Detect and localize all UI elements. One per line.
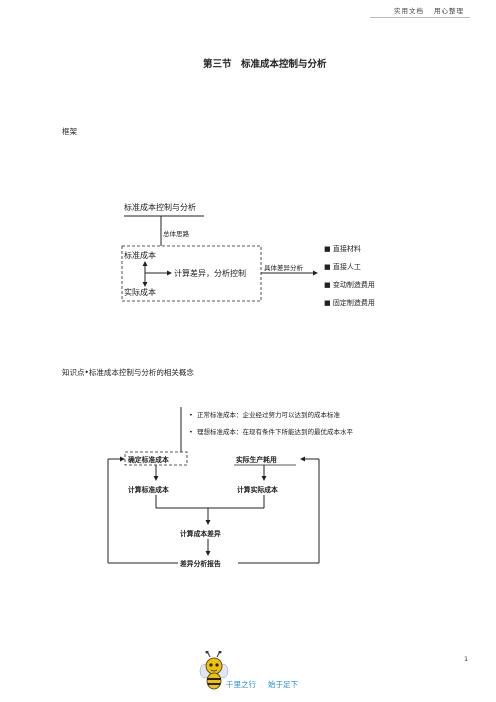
concept-bullet-2: • 理想标准成本：在现有条件下所能达到的最优成本水平 xyxy=(189,428,353,436)
section-heading-framework: 框架 xyxy=(62,127,77,136)
header-right-text: 用心整理 xyxy=(434,7,464,15)
specific-analysis-label: 具体差异分析 xyxy=(264,264,303,272)
calc-actual-cost-box: 计算实际成本 xyxy=(237,486,278,494)
framework-bullet-1: ■ 直接材料 xyxy=(324,245,361,253)
standard-cost-label: 标准成本 xyxy=(124,251,156,260)
bullet-text: 固定制造费用 xyxy=(332,299,375,307)
bullet-text: 正常标准成本：企业经过努力可以达到的成本标准 xyxy=(196,411,340,419)
bullet-text: 理想标准成本：在现有条件下所能达到的最优成本水平 xyxy=(196,428,353,436)
concept-bullet-1: • 正常标准成本：企业经过努力可以达到的成本标准 xyxy=(189,411,340,419)
bullet-text: 直接人工 xyxy=(332,263,361,271)
calc-standard-cost-box: 计算标准成本 xyxy=(128,486,169,494)
determine-standard-cost-box: 确定标准成本 xyxy=(128,456,169,464)
variance-report-box: 差异分析报告 xyxy=(180,560,221,568)
framework-bullet-2: ■ 直接人工 xyxy=(324,263,361,271)
footer-slogan-left: 千里之行 xyxy=(226,680,256,689)
bullet-text: 直接材料 xyxy=(332,245,361,253)
calc-cost-variance-box: 计算成本差异 xyxy=(180,530,221,538)
page-title: 第三节 标准成本控制与分析 xyxy=(203,59,327,70)
page-number: 1 xyxy=(464,655,469,663)
actual-cost-label: 实际成本 xyxy=(124,288,156,297)
bee-mascot-icon xyxy=(199,651,229,690)
actual-consumption-box: 实际生产耗用 xyxy=(236,456,277,464)
framework-top-box: 标准成本控制与分析 xyxy=(124,203,196,212)
bullet-text: 变动制造费用 xyxy=(332,281,375,289)
section-heading-concepts: 知识点•标准成本控制与分析的相关概念 xyxy=(62,368,194,377)
framework-bullet-3: ■ 变动制造费用 xyxy=(324,281,375,289)
framework-bullet-4: ■ 固定制造费用 xyxy=(324,299,375,307)
overall-approach-label: 总体思路 xyxy=(163,230,189,238)
header-left-text: 实用文档 xyxy=(394,7,424,15)
footer-slogan-right: 始于足下 xyxy=(268,680,298,689)
header-rule xyxy=(370,17,470,18)
calc-analysis-label: 计算差异，分析控制 xyxy=(174,269,246,278)
